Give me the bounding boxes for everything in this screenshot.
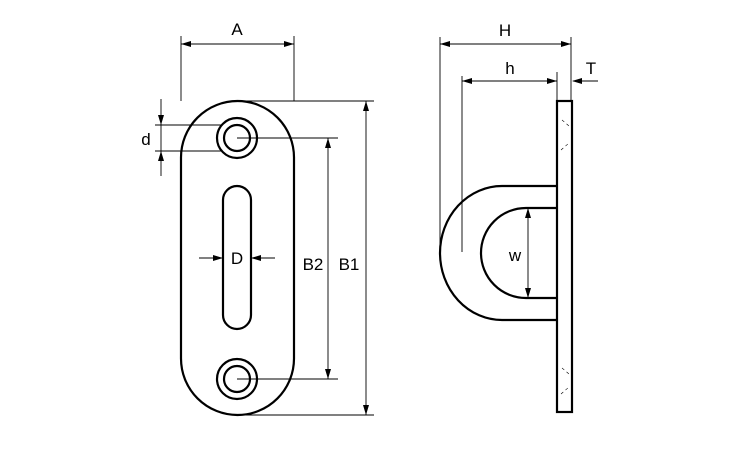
dimension-B2: B2 <box>237 137 338 380</box>
dim-label-d: d <box>141 130 150 149</box>
u-loop-outer <box>438 184 557 322</box>
dimension-D: D <box>199 249 275 268</box>
center-slot <box>221 184 253 331</box>
dim-label-h: h <box>505 59 514 78</box>
dimension-h: h <box>461 59 557 252</box>
dimension-d: d <box>141 99 222 176</box>
dim-label-B2: B2 <box>303 255 324 274</box>
side-view <box>438 99 574 414</box>
u-loop-inner <box>479 206 557 300</box>
dimension-w: w <box>508 207 557 299</box>
dimension-B1: B1 <box>237 100 374 416</box>
dimension-H: H <box>439 21 572 252</box>
dimension-A: A <box>180 20 295 101</box>
dim-label-B1: B1 <box>339 255 360 274</box>
dim-label-A: A <box>231 20 243 39</box>
dim-label-H: H <box>499 21 511 40</box>
base-plate-side <box>555 99 574 414</box>
dimension-T: T <box>556 59 598 101</box>
dim-label-D: D <box>231 249 243 268</box>
dim-label-w: w <box>508 246 522 265</box>
dim-label-T: T <box>586 59 596 78</box>
